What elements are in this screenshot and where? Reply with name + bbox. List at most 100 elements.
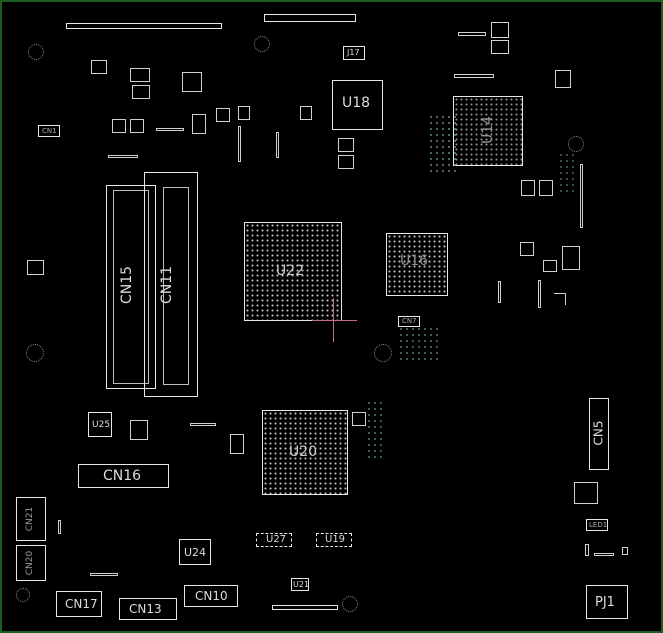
component-strip-f [594,553,614,556]
connector-bottom-strip [272,605,338,610]
mounting-hole-center [374,344,392,362]
component-vertical-c [538,280,541,308]
connector-cn15-inner [113,190,149,384]
component-square-o [555,70,571,88]
label-cn17: CN17 [65,597,98,611]
chip-u25 [88,412,112,437]
crosshair-horizontal [312,320,357,321]
component-strip-d [156,128,184,131]
component-square-j [300,106,312,120]
component-square-v [130,420,148,440]
component-square-n [491,40,509,54]
label-u20: U20 [289,444,318,460]
component-square-s [520,242,534,256]
label-cn20: CN20 [25,550,36,576]
chip-u16-bga [386,233,448,296]
label-j17: J17 [347,48,360,57]
connector-cn15 [106,185,156,389]
connector-cn10 [184,585,238,607]
connector-cn16 [78,464,169,488]
component-square-t [543,260,557,272]
component-square-k [338,138,354,152]
component-square-g [192,114,206,134]
component-square-w [230,434,244,454]
connector-cn5 [589,398,609,470]
mounting-hole-bottom-left [16,588,30,602]
chip-u19 [316,533,352,547]
component-vertical-d [276,132,279,158]
chip-u18 [332,80,383,130]
chip-u21 [291,578,309,591]
label-u19: U19 [325,534,346,545]
component-vertical-f [58,520,61,534]
label-u16: U16 [400,253,429,269]
component-strip-a [458,32,486,36]
chip-u20-bga [262,410,348,495]
label-pj1: PJ1 [595,595,615,610]
component-strip-e [190,423,216,426]
label-u24: U24 [184,546,207,559]
label-led1: LED1 [589,521,608,529]
label-cn16: CN16 [103,468,142,484]
component-square-l [338,155,354,169]
top-edge-connector-left [66,23,222,29]
component-square-r [539,180,553,196]
label-cn21: CN21 [25,506,36,532]
component-pin-right-b [622,547,628,555]
component-square-m [491,22,509,38]
connector-cn17 [56,591,102,617]
mounting-hole-top-center [254,36,270,52]
mounting-hole-right [568,136,584,152]
component-vertical-a [580,164,583,228]
label-cn7: CN7 [402,317,417,325]
component-square-e [112,119,126,133]
component-square-b [130,68,150,82]
label-cn10: CN10 [195,589,228,603]
connector-cn11-inner [163,187,189,385]
component-square-f [130,119,144,133]
component-square-x [574,482,598,504]
component-pin-right [585,544,589,556]
component-vertical-b [498,281,501,303]
via-cluster-u16 [398,326,438,362]
chip-u22-bga [244,222,342,321]
jumper-j17 [343,46,365,60]
label-cn15: CN15 [119,265,136,305]
component-square-d [182,72,202,92]
chip-u24 [179,539,211,565]
component-vertical-e [238,126,241,162]
mounting-hole-bottom-mid [342,596,358,612]
top-edge-connector-right [264,14,356,22]
component-square-y [352,412,366,426]
component-square-c [132,85,150,99]
component-square-i [238,106,250,120]
component-strip-g [90,573,118,576]
label-cn5: CN5 [591,420,606,446]
component-square-u [562,246,580,270]
component-strip-c [108,155,138,158]
connector-cn21 [16,497,46,541]
component-square-q [521,180,535,196]
label-u25: U25 [92,420,111,430]
connector-cn20 [16,545,46,581]
component-square-h [216,108,230,122]
component-square-a [91,60,107,74]
label-u21: U21 [293,580,310,589]
connector-cn13 [119,598,177,620]
crosshair-vertical [333,298,334,342]
label-u27: U27 [266,534,287,545]
connector-cn11 [144,172,198,397]
chip-u27 [256,533,292,547]
component-square-p [27,260,44,275]
label-u18: U18 [342,95,371,111]
via-cluster-u20 [366,400,386,460]
mounting-hole-topleft [28,44,44,60]
component-strip-b [454,74,494,78]
mounting-hole-left-mid [26,344,44,362]
via-cluster-u14 [428,114,458,174]
connector-cn1 [38,125,60,137]
label-cn11: CN11 [159,265,176,305]
via-cluster-right [558,152,578,192]
label-cn1: CN1 [42,127,57,135]
